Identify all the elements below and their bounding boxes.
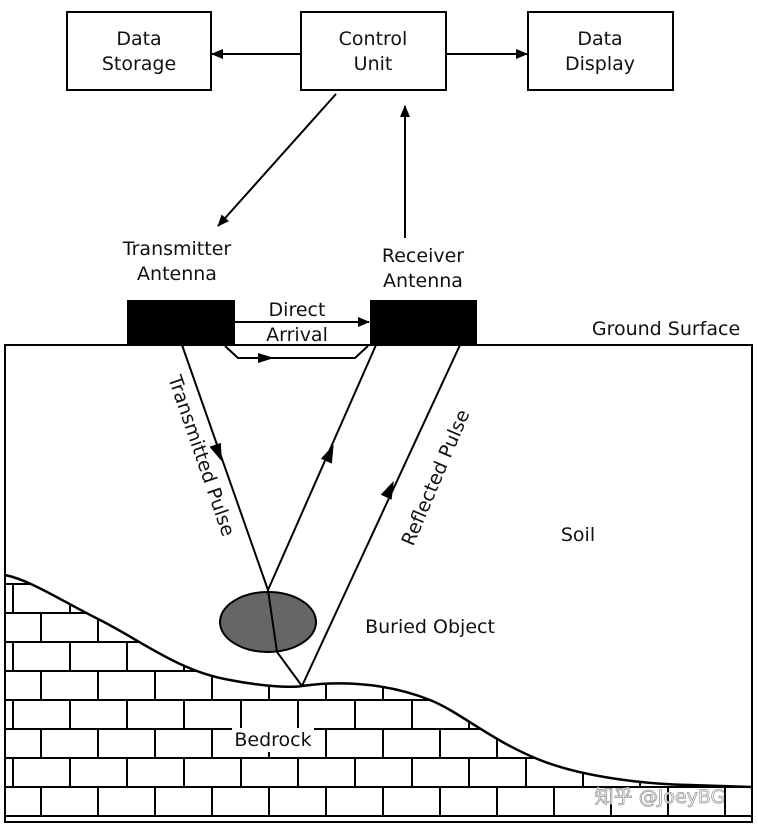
data-storage-label-line2: Storage <box>102 53 176 75</box>
control-unit-label-line2: Unit <box>354 53 393 75</box>
direct-arrival-label-line2: Arrival <box>266 324 328 346</box>
transmitter-label-line2: Antenna <box>137 263 217 285</box>
bedrock-reflection-ray <box>301 344 461 687</box>
control-unit-label-line1: Control <box>339 28 408 50</box>
refracted-ray <box>267 589 303 687</box>
data-storage-box: Data Storage <box>66 11 212 91</box>
data-storage-label-line1: Data <box>116 28 161 50</box>
receiver-label-line1: Receiver <box>382 245 464 267</box>
direct-arrival-label-line1: Direct <box>269 299 326 321</box>
receiver-antenna <box>370 300 477 345</box>
ground-frame <box>4 344 753 823</box>
data-display-box: Data Display <box>527 11 674 91</box>
transmitted-pulse-ray <box>181 344 269 591</box>
bedrock-label: Bedrock <box>234 729 311 751</box>
soil-label: Soil <box>561 524 595 546</box>
ground-surface-label: Ground Surface <box>592 318 740 340</box>
transmitter-antenna <box>127 300 235 345</box>
watermark: 知乎 @JoeyBG <box>595 786 726 808</box>
object-reflection-ray <box>267 344 377 591</box>
ground-wave-path <box>224 345 369 359</box>
transmitter-label-line1: Transmitter <box>122 238 232 260</box>
data-display-label-line1: Data <box>577 28 622 50</box>
buried-object-label: Buried Object <box>365 616 495 638</box>
bedrock-boundary <box>4 573 753 789</box>
receiver-label-line2: Antenna <box>383 270 463 292</box>
arrow-to-transmitter <box>217 93 337 227</box>
buried-object <box>219 591 317 653</box>
control-unit-box: Control Unit <box>300 11 447 91</box>
data-display-label-line2: Display <box>565 53 635 75</box>
